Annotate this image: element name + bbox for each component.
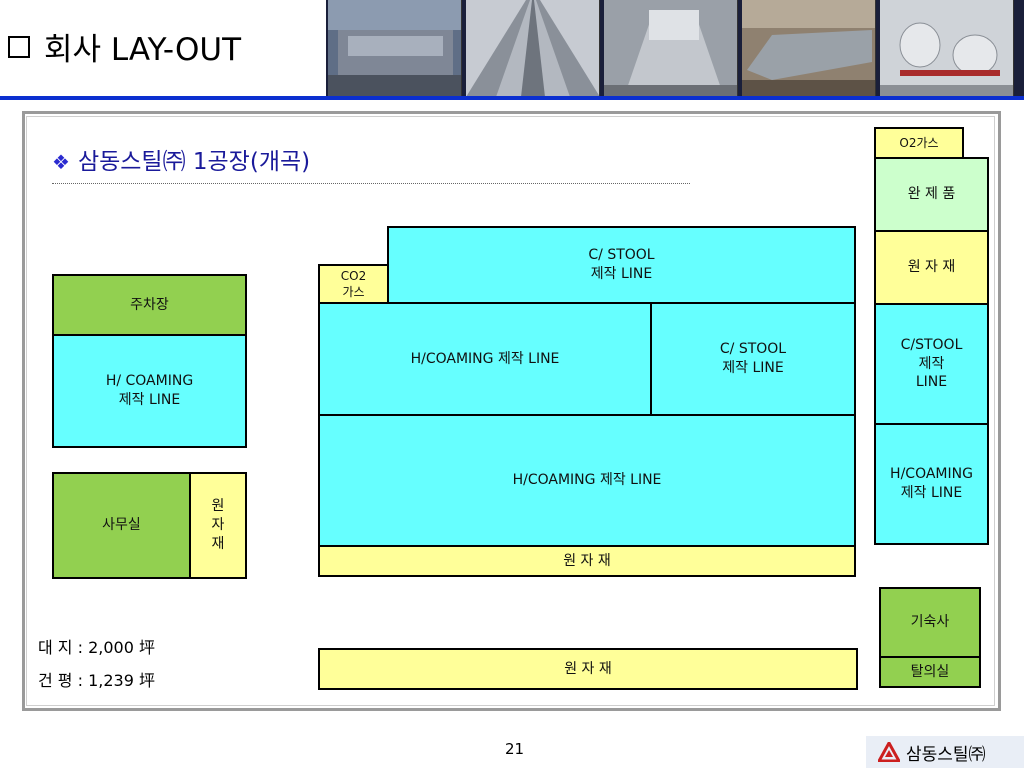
dotted-divider bbox=[52, 183, 690, 184]
header-divider bbox=[0, 96, 1024, 100]
brand-name: 삼동스틸㈜ bbox=[906, 744, 986, 765]
block-o2: O2가스 bbox=[874, 127, 964, 159]
block-cstool-right: C/STOOL 제작 LINE bbox=[874, 303, 989, 425]
block-changing-room: 탈의실 bbox=[879, 656, 981, 688]
company-logo-icon bbox=[878, 742, 900, 762]
block-dormitory: 기숙사 bbox=[879, 587, 981, 658]
factory-photo bbox=[466, 0, 600, 97]
brand-footer: 삼동스틸㈜ bbox=[866, 736, 1024, 768]
block-raw-left: 원 자 재 bbox=[189, 472, 247, 579]
page-title-text: 회사 LAY-OUT bbox=[44, 31, 242, 68]
photo-strip bbox=[326, 0, 1024, 98]
block-cstool-top: C/ STOOL 제작 LINE bbox=[387, 226, 856, 304]
site-area: 대 지 : 2,000 坪 bbox=[38, 638, 155, 657]
building-area: 건 평 : 1,239 坪 bbox=[38, 671, 155, 690]
block-raw-bottom: 원 자 재 bbox=[318, 648, 858, 690]
block-hcoaming-right: H/COAMING 제작 LINE bbox=[874, 423, 989, 545]
factory-photo bbox=[604, 0, 738, 97]
block-parking: 주차장 bbox=[52, 274, 247, 336]
block-finished: 완 제 품 bbox=[874, 157, 989, 232]
block-cstool-mid: C/ STOOL 제작 LINE bbox=[650, 302, 856, 416]
page-number: 21 bbox=[505, 740, 525, 758]
factory-photo bbox=[880, 0, 1014, 97]
block-hcoaming-big: H/COAMING 제작 LINE bbox=[318, 414, 856, 547]
block-office: 사무실 bbox=[52, 472, 191, 579]
block-co2: CO2 가스 bbox=[318, 264, 389, 304]
factory-photo bbox=[742, 0, 876, 97]
plant-title-text: 삼동스틸㈜ 1공장(개곡) bbox=[77, 149, 311, 175]
page-title: 회사 LAY-OUT bbox=[0, 0, 326, 92]
factory-photo bbox=[328, 0, 462, 97]
block-raw-right: 원 자 재 bbox=[874, 230, 989, 305]
layout-panel-inner bbox=[26, 116, 995, 706]
plant-title: ❖ 삼동스틸㈜ 1공장(개곡) bbox=[52, 142, 310, 176]
diamond-bullet-icon: ❖ bbox=[52, 150, 70, 174]
block-hcoaming-mid: H/COAMING 제작 LINE bbox=[318, 302, 652, 416]
block-raw-mid: 원 자 재 bbox=[318, 545, 856, 577]
checkbox-square-icon bbox=[8, 36, 30, 58]
block-hcoaming-left: H/ COAMING 제작 LINE bbox=[52, 334, 247, 448]
